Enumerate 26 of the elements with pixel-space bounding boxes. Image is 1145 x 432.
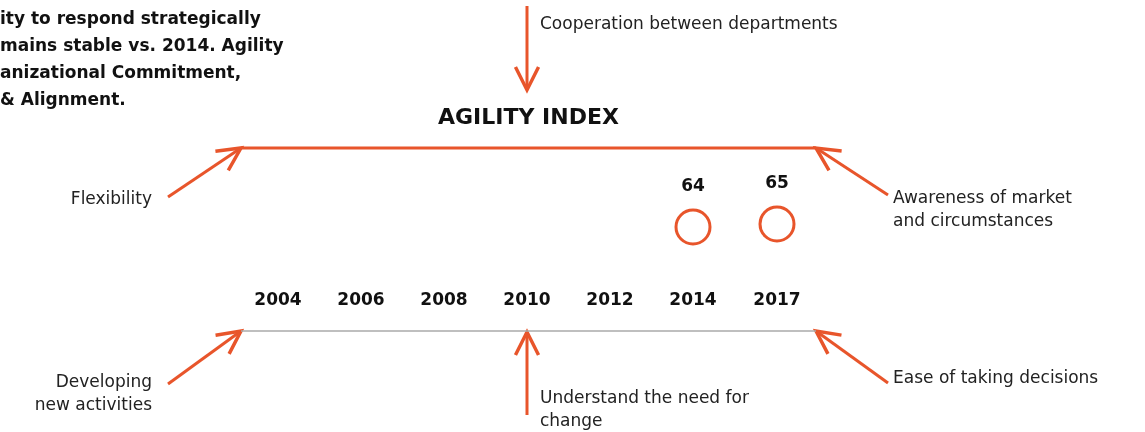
chart-title: AGILITY INDEX: [437, 104, 620, 129]
arrow: [167, 329, 243, 386]
note-text: & Alignment.: [0, 89, 126, 109]
arrow: [513, 6, 541, 92]
arrow-caption: Flexibility: [69, 187, 152, 210]
arrow-caption: Developing new activities: [33, 370, 152, 416]
note-text: anizational Commitment,: [0, 62, 242, 82]
arrow: [513, 330, 541, 415]
year-label: 2008: [420, 289, 468, 309]
year-label: 2012: [586, 289, 634, 309]
arrow: [814, 146, 889, 197]
year-label: 2010: [503, 289, 551, 309]
arrow-caption: Cooperation between departments: [540, 12, 839, 35]
note-text: ity to respond strategically: [0, 8, 261, 28]
arrow: [814, 329, 889, 385]
value-label: 64: [681, 175, 705, 195]
year-label: 2017: [753, 289, 801, 309]
arrow-caption: Understand the need for change: [540, 386, 750, 432]
arrow-caption: Ease of taking decisions: [893, 366, 1100, 389]
value-label: 65: [765, 172, 789, 192]
arrow-caption: Awareness of market and circumstances: [893, 186, 1073, 232]
year-label: 2014: [669, 289, 717, 309]
arrow: [167, 146, 243, 199]
note-text: mains stable vs. 2014. Agility: [0, 35, 284, 55]
year-label: 2004: [254, 289, 302, 309]
year-label: 2006: [337, 289, 385, 309]
